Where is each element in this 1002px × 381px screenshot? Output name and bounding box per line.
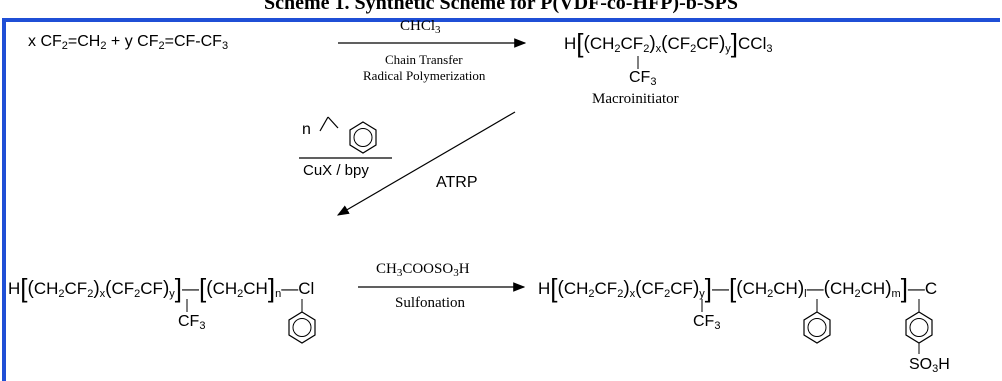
step3-condition: Sulfonation [395, 295, 465, 311]
reactants: x CF2=CH2 + y CF2=CF-CF3 [28, 33, 229, 52]
step1-reagent: CHCl3 [400, 18, 441, 36]
macroinitiator-label: Macroinitiator [592, 91, 679, 107]
sulfonated-copolymer-formula: H[(CH2CF2)x(CF2CF)y]—[(CH2CH)l—(CH2CH)m]… [538, 273, 938, 303]
styrene-coefficient: n [302, 121, 311, 138]
phenyl-ring-right-icon [803, 311, 831, 344]
step2-method: ATRP [436, 174, 478, 191]
block-copolymer-cf3: CF3 [178, 313, 206, 332]
step1-condition-2: Radical Polymerization [363, 68, 486, 83]
block-copolymer-formula: H[(CH2CF2)x(CF2CF)y]—[(CH2CH]n—Cl [8, 273, 315, 303]
step1-condition-1: Chain Transfer [385, 52, 463, 67]
step3-reagent: CH3COOSO3H [376, 261, 470, 279]
sulfophenyl-ring-icon [905, 311, 933, 344]
sulfonated-copolymer-cf3: CF3 [693, 313, 721, 332]
phenyl-ring-left-icon [288, 311, 316, 344]
styrene-monomer-icon [319, 116, 377, 154]
macroinitiator-cf3: CF3 [629, 69, 657, 88]
scheme-frame [2, 18, 1000, 381]
sulfonic-acid-group: SO3H [909, 356, 950, 375]
macroinitiator-formula: H[(CH2CF2)x(CF2CF)y]CCl3 [564, 28, 773, 58]
arrow-step2 [336, 111, 516, 216]
scheme-title: Scheme 1. Synthetic Scheme for P(VDF-co-… [264, 0, 738, 14]
step2-catalyst: CuX / bpy [303, 162, 369, 179]
